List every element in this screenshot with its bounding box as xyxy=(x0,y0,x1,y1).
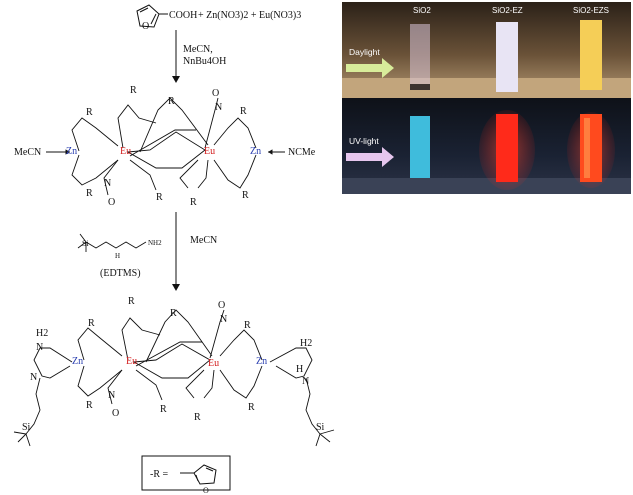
r-group: R xyxy=(190,197,197,208)
r-group: R xyxy=(128,296,135,307)
reagent-name: (EDTMS) xyxy=(100,268,141,279)
acid-group-label: COOH xyxy=(169,10,197,21)
r-furan-oxygen: O xyxy=(203,486,209,495)
europium-atom: Eu xyxy=(204,146,215,157)
nitrate-nitrogen: N xyxy=(104,178,111,189)
step1-base: NnBu4OH xyxy=(183,56,226,67)
sample-label-sio2-ezs: SiO2-EZS xyxy=(573,6,609,15)
complex-1 xyxy=(46,97,285,196)
furan-oxygen: O xyxy=(142,21,149,32)
r-group: R xyxy=(86,188,93,199)
r-group: R xyxy=(248,402,255,413)
uv-sio2-tube xyxy=(410,116,430,178)
amine-h2: H2 xyxy=(36,328,48,339)
zinc-atom: Zn xyxy=(250,146,261,157)
row-label-uv: UV-light xyxy=(349,136,379,146)
edtms-silicon: Si xyxy=(82,239,89,248)
r-group: R xyxy=(240,106,247,117)
uv-arrow xyxy=(346,147,394,167)
nitrate-nitrogen: N xyxy=(215,102,222,113)
complex-2 xyxy=(13,309,335,447)
ligand-mecn: MeCN xyxy=(14,147,41,158)
r-group: R xyxy=(242,190,249,201)
r-group: R xyxy=(194,412,201,423)
zinc-atom: Zn xyxy=(256,356,267,367)
amine-nitrogen: N xyxy=(302,376,309,387)
edtms-amine: NH2 xyxy=(148,239,162,247)
r-group: R xyxy=(160,404,167,415)
europium-atom: Eu xyxy=(120,146,131,157)
nitrate-oxygen: O xyxy=(218,300,225,311)
r-group: R xyxy=(244,320,251,331)
step2-solvent: MeCN xyxy=(190,235,217,246)
sample-label-sio2: SiO2 xyxy=(413,6,431,15)
r-group: R xyxy=(86,107,93,118)
zinc-atom: Zn xyxy=(66,146,77,157)
daylight-ezs-tube xyxy=(580,20,602,90)
r-definition-box: -R = O xyxy=(141,455,231,495)
complex-2-labels: Zn Eu Eu Zn H2 N N Si H2 H N Si R R R R … xyxy=(22,296,325,433)
edtms-nh: H xyxy=(115,252,120,260)
r-group: R xyxy=(88,318,95,329)
luminescence-photo: Daylight UV-light SiO2 SiO2-EZ SiO2-EZS xyxy=(342,2,631,194)
nitrate-oxygen: O xyxy=(112,408,119,419)
zinc-atom: Zn xyxy=(72,356,83,367)
r-group: R xyxy=(156,192,163,203)
row-label-daylight: Daylight xyxy=(349,47,380,57)
step1-solvent: MeCN, xyxy=(183,44,213,55)
r-group: R xyxy=(86,400,93,411)
silicon-atom: Si xyxy=(316,422,325,433)
amine-nitrogen: N xyxy=(30,372,37,383)
complex-1-labels: MeCN Zn Eu Eu Zn NCMe R R R R R R R R O … xyxy=(14,85,316,208)
metal-salts-label: + Zn(NO3)2 + Eu(NO3)3 xyxy=(198,10,301,21)
r-definition-label: -R = xyxy=(150,469,169,480)
furan-carboxylic-acid: O COOH xyxy=(136,4,197,32)
sample-label-sio2-ez: SiO2-EZ xyxy=(492,6,523,15)
daylight-arrow xyxy=(346,58,394,78)
amine-h2: H2 xyxy=(300,338,312,349)
nitrate-oxygen: O xyxy=(212,88,219,99)
uv-ez-tube xyxy=(496,114,518,182)
daylight-ez-tube xyxy=(496,22,518,92)
r-group: R xyxy=(130,85,137,96)
europium-atom: Eu xyxy=(126,356,137,367)
edtms-reagent xyxy=(77,233,147,252)
nitrate-nitrogen: N xyxy=(108,390,115,401)
nitrate-oxygen: O xyxy=(108,197,115,208)
ligand-ncme: NCMe xyxy=(288,147,316,158)
r-group: R xyxy=(170,308,177,319)
silicon-atom: Si xyxy=(22,422,31,433)
uv-ezs-tube xyxy=(580,114,602,182)
nitrate-nitrogen: N xyxy=(220,314,227,325)
r-group: R xyxy=(168,96,175,107)
daylight-sio2-tube xyxy=(410,24,430,90)
europium-atom: Eu xyxy=(208,358,219,369)
amine-nitrogen: N xyxy=(36,342,43,353)
amine-h: H xyxy=(296,364,303,375)
